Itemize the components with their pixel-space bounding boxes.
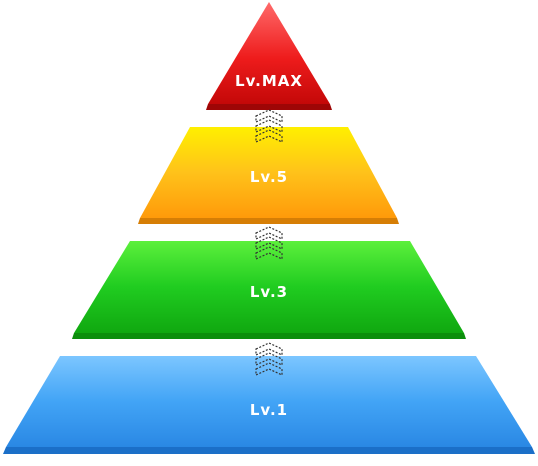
level-1-block: Lv.1 bbox=[3, 356, 535, 454]
level-3-block: Lv.3 bbox=[72, 241, 466, 339]
level-5-label: Lv.5 bbox=[250, 168, 288, 186]
level-max-block: Lv.MAX bbox=[206, 2, 332, 110]
level-1-label: Lv.1 bbox=[250, 401, 288, 419]
level-3-label: Lv.3 bbox=[250, 283, 288, 301]
level-max-label: Lv.MAX bbox=[235, 72, 303, 90]
level-5-block: Lv.5 bbox=[138, 127, 399, 224]
